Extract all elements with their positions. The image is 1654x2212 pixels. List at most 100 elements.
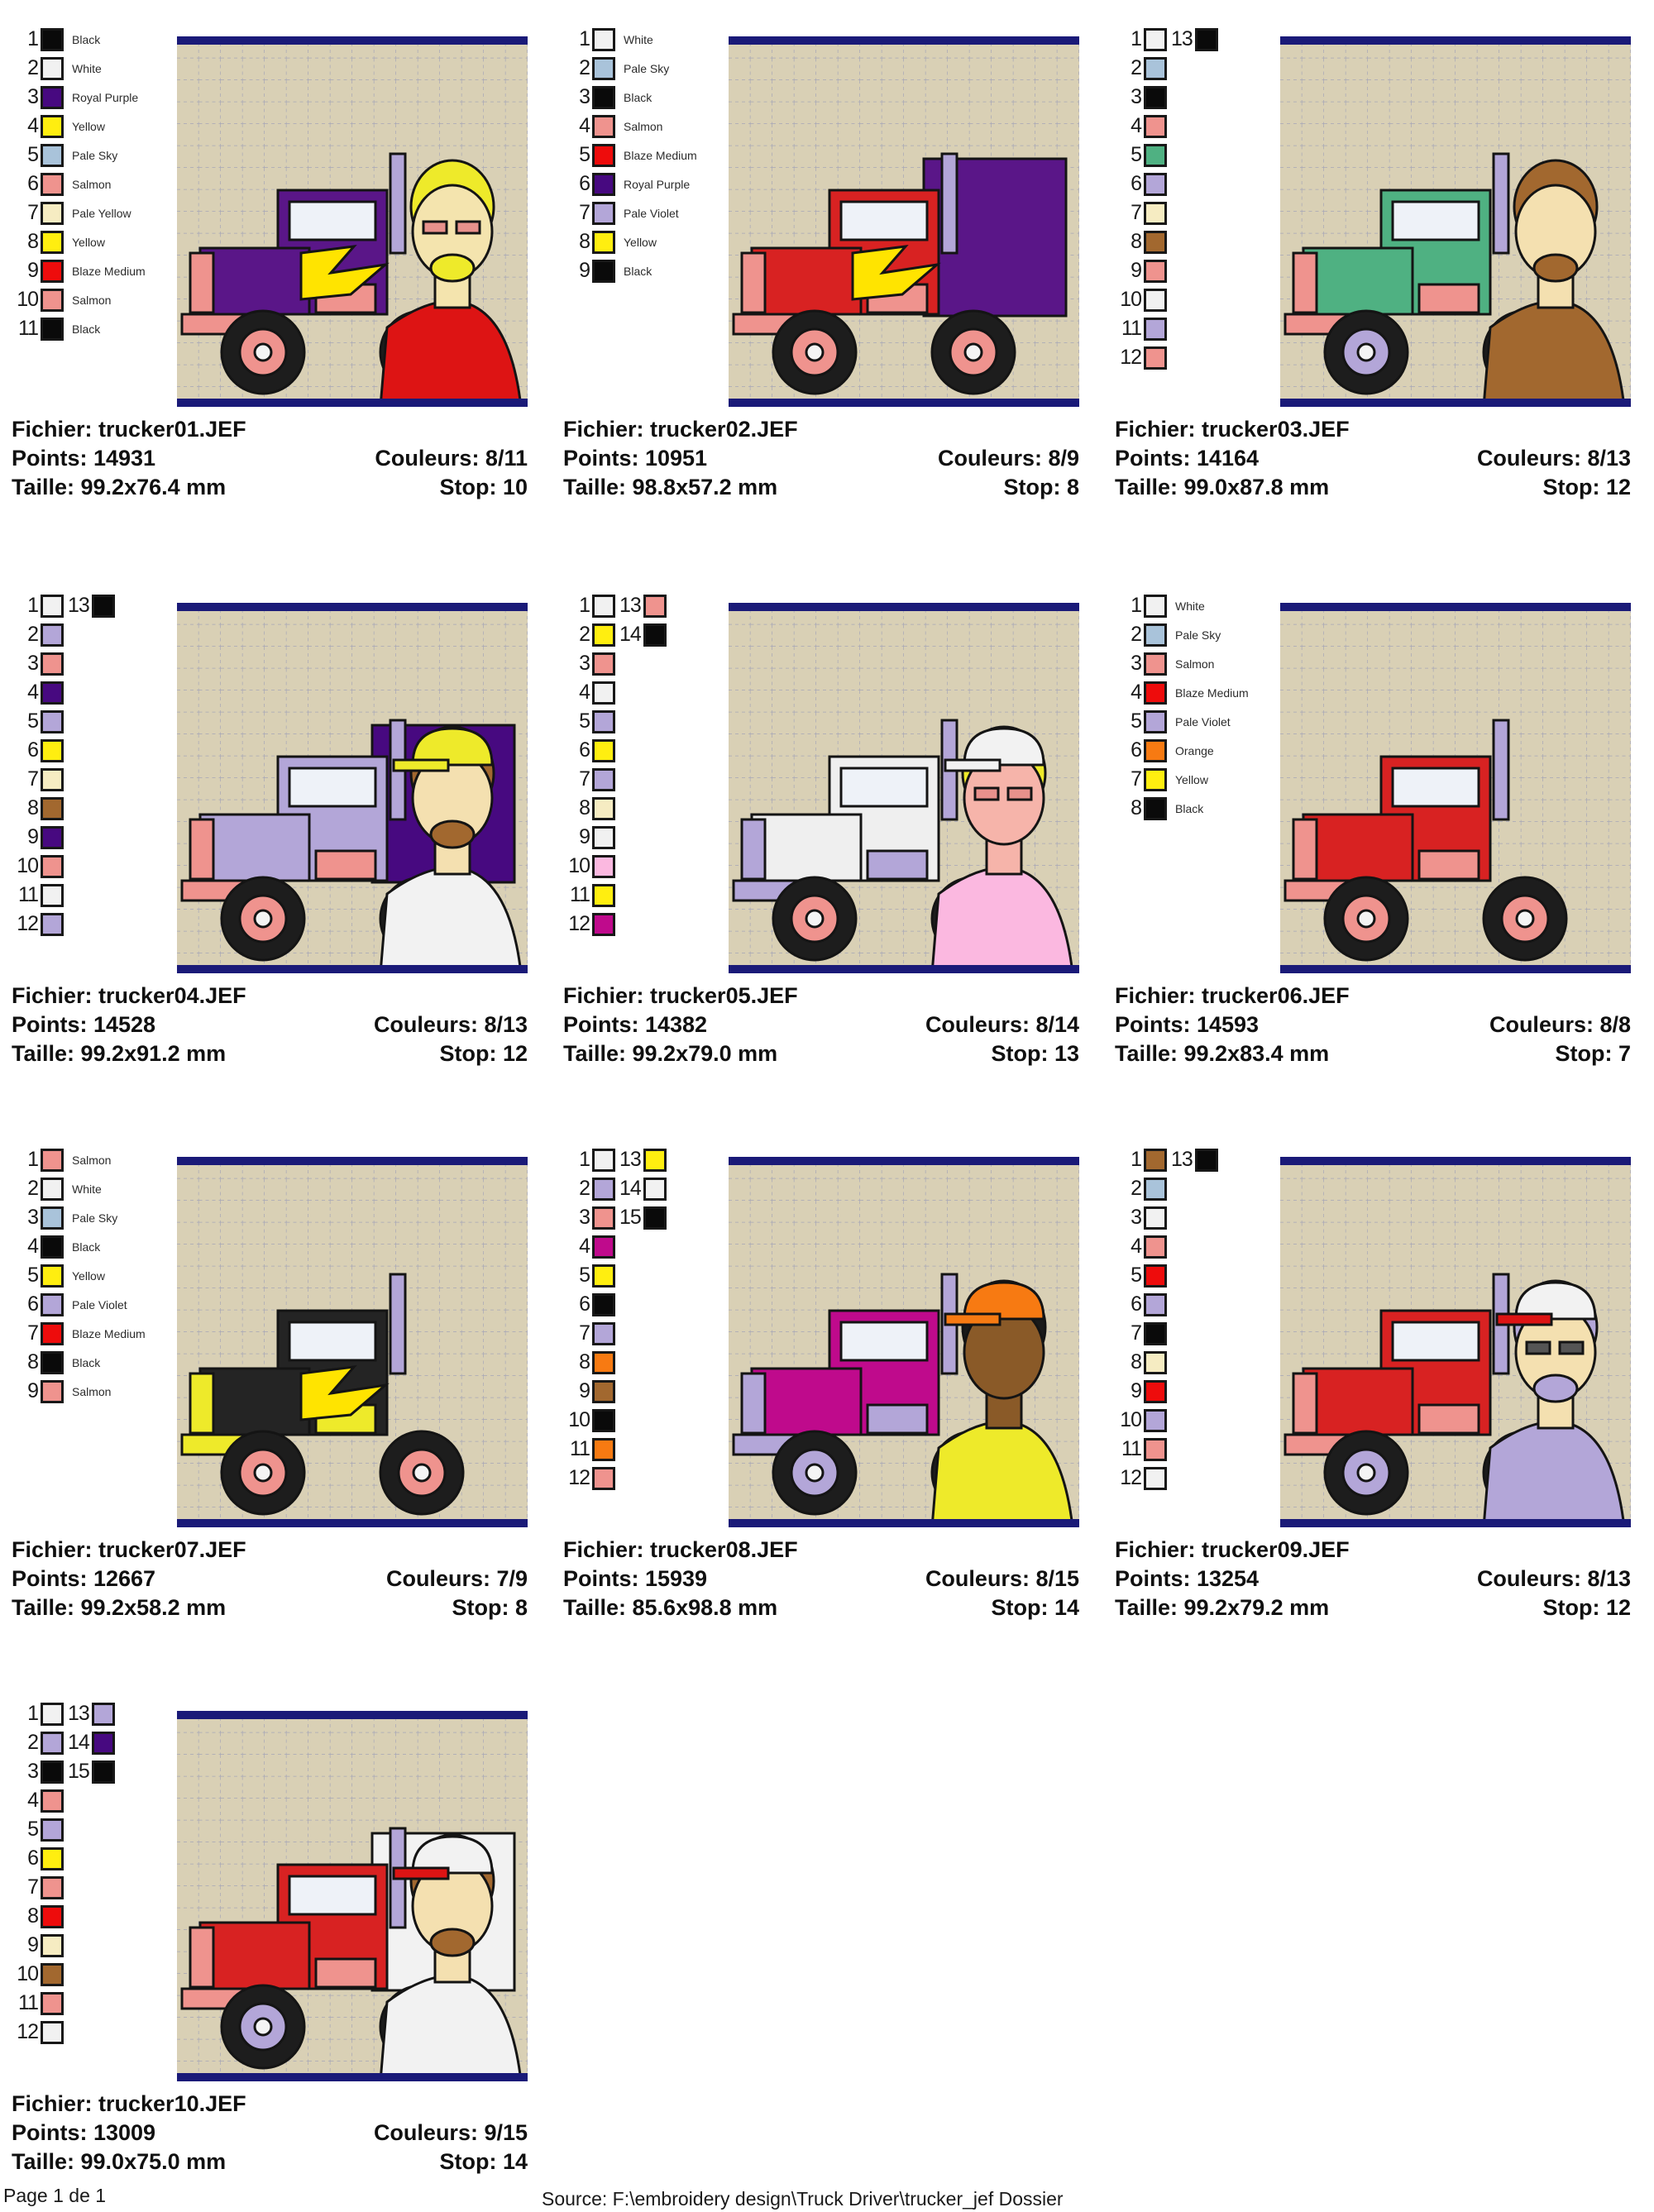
color-number: 7 (27, 1321, 39, 1345)
color-swatch (41, 1731, 64, 1755)
color-number: 5 (1131, 143, 1142, 166)
color-swatch (592, 1466, 615, 1490)
color-swatch (592, 1177, 615, 1201)
color-number: 5 (27, 1818, 39, 1841)
color-name: Blaze Medium (624, 148, 697, 162)
color-number: 5 (1131, 709, 1142, 733)
color-swatch (41, 1206, 64, 1230)
legend-row: 12 (1115, 343, 1280, 372)
color-name: Yellow (72, 1268, 105, 1283)
color-name: Royal Purple (624, 177, 691, 191)
stop-value: Stop: 12 (439, 1041, 528, 1066)
color-number: 2 (1131, 623, 1142, 646)
color-number: 5 (27, 709, 39, 733)
color-swatch (592, 114, 615, 138)
embroidery-preview (1280, 603, 1631, 973)
legend-row: 8 (1115, 227, 1280, 256)
color-number: 7 (27, 201, 39, 224)
color-number: 9 (27, 825, 39, 848)
couleurs-value: Couleurs: 8/15 (925, 1566, 1079, 1591)
color-number: 8 (579, 230, 590, 253)
file-line: Fichier: trucker06.JEF (1115, 983, 1350, 1008)
color-number: 14 (68, 1731, 90, 1754)
taille-value: Taille: 99.2x79.2 mm (1115, 1595, 1330, 1620)
color-swatch (592, 623, 615, 647)
color-number: 8 (27, 796, 39, 819)
color-name: Black (72, 322, 101, 336)
color-swatch (1144, 1408, 1167, 1432)
design-info: Fichier: trucker05.JEF Points: 14382 Cou… (563, 982, 1079, 1068)
color-number: 5 (579, 709, 590, 733)
color-number: 7 (27, 1875, 39, 1899)
legend-row: 12 (563, 910, 729, 939)
color-number: 13 (619, 1148, 642, 1171)
color-swatch (592, 1321, 615, 1345)
file-line: Fichier: trucker04.JEF (12, 983, 246, 1008)
color-number: 2 (1131, 1177, 1142, 1200)
color-swatch (592, 1350, 615, 1374)
color-number: 3 (27, 1206, 39, 1229)
color-name: Blaze Medium (1175, 686, 1249, 700)
color-number: 4 (579, 114, 590, 137)
color-swatch (643, 1177, 667, 1201)
color-number: 2 (27, 1731, 39, 1754)
color-swatch (592, 652, 615, 676)
design-info: Fichier: trucker08.JEF Points: 15939 Cou… (563, 1536, 1079, 1622)
embroidery-preview (177, 1157, 528, 1527)
legend-row: 5 (563, 1261, 729, 1290)
color-number: 11 (18, 1991, 39, 2014)
color-swatch (41, 317, 64, 341)
color-number: 5 (1131, 1264, 1142, 1287)
design-info: Fichier: trucker01.JEF Points: 14931 Cou… (12, 415, 528, 502)
legend-row: 11 (563, 1435, 729, 1464)
color-swatch (41, 27, 64, 51)
color-swatch (592, 1264, 615, 1288)
legend-row: 9 (563, 823, 729, 852)
color-swatch (592, 594, 615, 618)
color-number: 15 (68, 1760, 90, 1783)
color-number: 1 (27, 594, 39, 617)
color-number: 8 (1131, 1350, 1142, 1374)
couleurs-value: Couleurs: 9/15 (373, 2120, 528, 2145)
color-swatch (1144, 652, 1167, 676)
legend-row: 6 (1115, 170, 1280, 198)
color-number: 11 (570, 1437, 590, 1460)
color-swatch (592, 1292, 615, 1316)
color-swatch (41, 230, 64, 254)
color-swatch (1144, 172, 1167, 196)
color-number: 8 (579, 796, 590, 819)
color-number: 7 (1131, 1321, 1142, 1345)
color-number: 4 (1131, 1235, 1142, 1258)
design-thumbnail (1280, 603, 1631, 973)
color-swatch (1144, 143, 1167, 167)
color-swatch (41, 854, 64, 878)
color-number: 11 (18, 317, 39, 340)
color-number: 15 (619, 1206, 642, 1229)
color-name: Pale Yellow (72, 206, 131, 220)
legend-row: 5 (1115, 141, 1280, 170)
legend-row: 7 Pale Yellow (12, 198, 177, 227)
color-number: 5 (27, 1264, 39, 1287)
color-swatch (1144, 1177, 1167, 1201)
color-swatch (41, 1702, 64, 1726)
legend-row: 6 (563, 736, 729, 765)
color-number: 6 (579, 738, 590, 762)
couleurs-value: Couleurs: 8/8 (1489, 1012, 1631, 1037)
legend-row: 8 (563, 794, 729, 823)
design-info: Fichier: trucker07.JEF Points: 12667 Cou… (12, 1536, 528, 1622)
color-swatch (1144, 56, 1167, 80)
color-number: 4 (579, 681, 590, 704)
color-swatch (592, 681, 615, 705)
